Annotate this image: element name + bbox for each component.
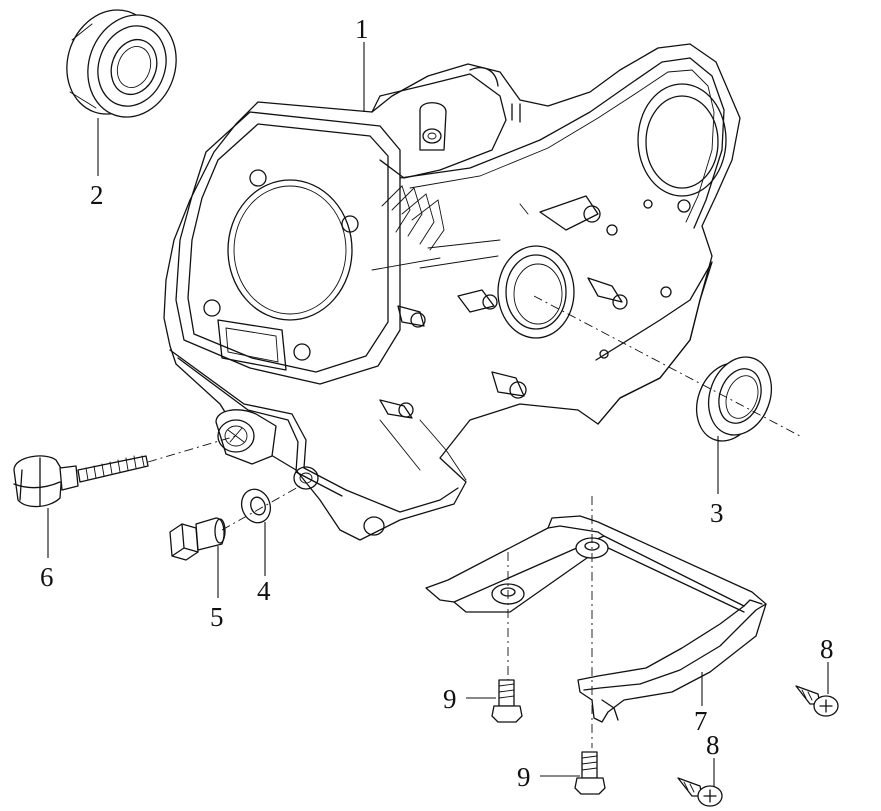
crankcase-part — [163, 43, 741, 541]
washer-part — [240, 488, 272, 524]
callout-part-9-lower: 9 — [517, 762, 531, 792]
callout-part-8-right: 8 — [820, 634, 834, 664]
leader-lines — [47, 42, 829, 786]
tapping-screw-lower — [677, 777, 723, 807]
flange-bolt-lower — [574, 751, 606, 795]
flange-bolt-upper — [491, 679, 523, 723]
callout-part-6: 6 — [40, 562, 54, 592]
callout-part-5: 5 — [210, 602, 224, 632]
drain-plug-part — [169, 517, 226, 561]
callout-part-9-upper: 9 — [443, 684, 457, 714]
bearing-part — [66, 9, 177, 118]
callout-part-3: 3 — [710, 498, 724, 528]
assembly-centerlines — [147, 295, 801, 748]
callout-part-4: 4 — [257, 576, 271, 606]
tapping-screw-right — [795, 685, 839, 717]
base-frame-part — [425, 515, 767, 723]
callout-part-2: 2 — [90, 180, 104, 210]
oil-seal-part — [696, 356, 772, 442]
callout-part-7: 7 — [694, 706, 708, 736]
callout-part-1: 1 — [355, 14, 369, 44]
dipstick-part — [13, 455, 149, 508]
callout-part-8-lower: 8 — [706, 730, 720, 760]
